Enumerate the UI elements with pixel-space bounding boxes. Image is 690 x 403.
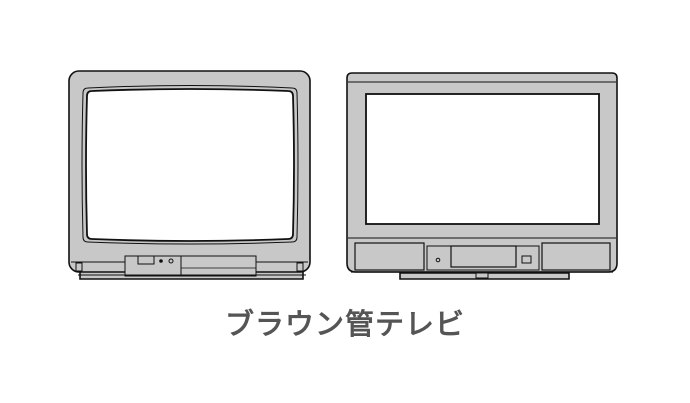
control-panel (124, 255, 257, 277)
screen (365, 93, 600, 225)
right-speaker (541, 242, 611, 271)
caption-title: ブラウン管テレビ (224, 307, 465, 341)
sensor (435, 257, 441, 263)
sensor (168, 258, 174, 264)
standard-crt-tv (68, 70, 311, 280)
front-door (450, 245, 517, 268)
screen (85, 88, 295, 242)
widescreen-crt-tv (346, 72, 618, 280)
left-speaker (354, 242, 425, 271)
indicator-light (159, 259, 163, 263)
power-button (521, 255, 532, 264)
power-button (137, 255, 155, 265)
